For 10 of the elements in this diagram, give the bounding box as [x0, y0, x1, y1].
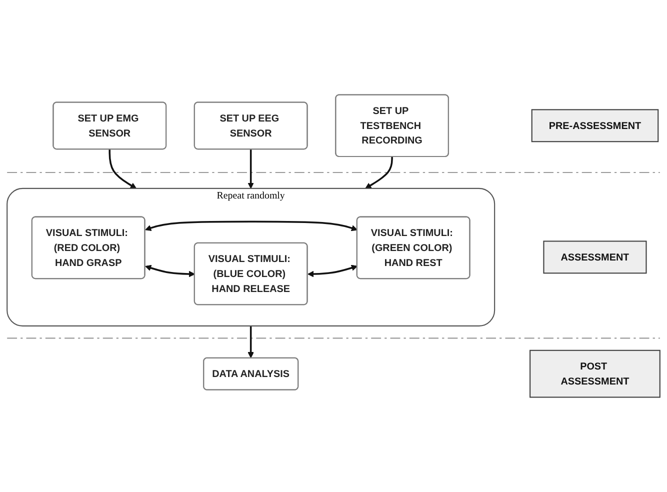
node-box: PRE-ASSESSMENT [531, 109, 659, 142]
arrow [108, 149, 137, 189]
node-box: POST ASSESSMENT [530, 350, 660, 398]
arrow [365, 156, 393, 189]
arrow [248, 326, 254, 358]
arrow [248, 149, 254, 189]
arrow [145, 220, 358, 232]
arrow [145, 264, 196, 278]
node-box: ASSESSMENT [543, 240, 647, 274]
arrow [308, 264, 358, 278]
